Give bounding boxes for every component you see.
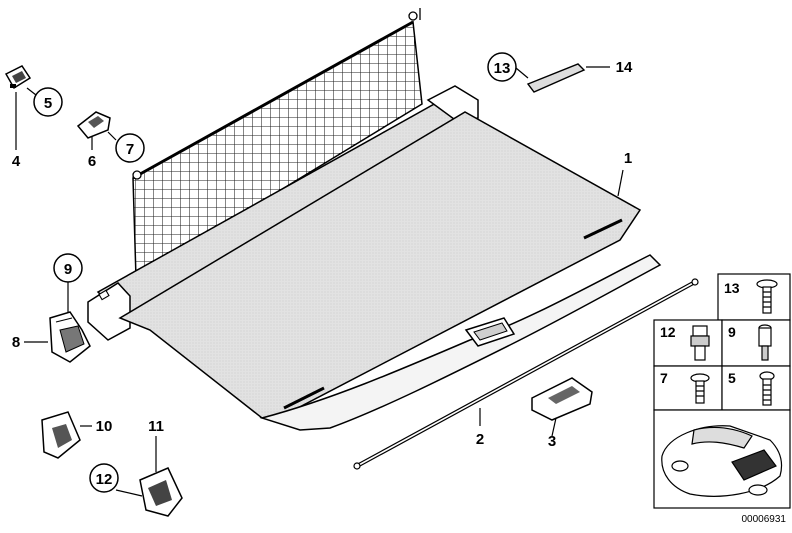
svg-text:5: 5 [44,95,52,112]
callout-12: 12 [89,463,119,493]
screw-13-icon [756,279,778,314]
cargo-net [132,8,423,280]
cover-handle [464,317,516,347]
svg-text:12: 12 [96,471,113,488]
vehicle-location-thumbnail [661,425,783,497]
svg-text:2: 2 [476,431,484,448]
svg-text:4: 4 [12,153,21,170]
callout-8: 8 [12,334,20,351]
fastener-label-9: 9 [728,324,736,340]
fastener-label-5: 5 [728,370,736,386]
bracket-part-8 [49,311,91,363]
svg-text:7: 7 [126,141,134,158]
fastener-labels: 13 12 9 7 5 [660,280,740,386]
strip-part-14 [526,63,586,93]
holder-part-3 [531,377,593,421]
callout-14: 14 [616,59,633,76]
clip-part-4 [4,65,32,90]
fastener-label-7: 7 [660,370,668,386]
callout-9: 9 [53,253,83,283]
callout-10: 10 [96,418,113,435]
guide-rod [353,278,699,470]
diagram-code: 00006931 [742,514,787,525]
callout-7: 7 [115,133,145,163]
bolt-9-icon [758,324,772,361]
screw-5-icon [759,371,775,406]
callout-1: 1 [624,150,632,167]
svg-text:11: 11 [148,418,164,435]
fastener-label-13: 13 [724,280,740,296]
callout-3: 3 [548,433,556,450]
callout-6: 6 [88,153,96,170]
callout-11: 11 [148,418,164,435]
svg-text:6: 6 [88,153,96,170]
svg-text:10: 10 [96,418,113,435]
bracket-part-10 [41,411,81,459]
nut-12-icon [690,325,710,361]
callout-13: 13 [487,52,517,82]
bracket-part-11 [139,467,183,517]
svg-text:14: 14 [616,59,633,76]
callout-5: 5 [33,87,63,117]
svg-text:1: 1 [624,150,632,167]
fastener-label-12: 12 [660,324,676,340]
leader-lines [15,66,624,497]
callout-2: 2 [476,431,484,448]
callout-4: 4 [12,153,21,170]
svg-text:3: 3 [548,433,556,450]
svg-text:13: 13 [494,60,511,77]
luggage-compartment-cover [87,85,662,431]
screw-7-icon [690,373,710,404]
svg-text:9: 9 [64,261,72,278]
svg-text:8: 8 [12,334,20,351]
clip-part-6 [76,111,111,139]
